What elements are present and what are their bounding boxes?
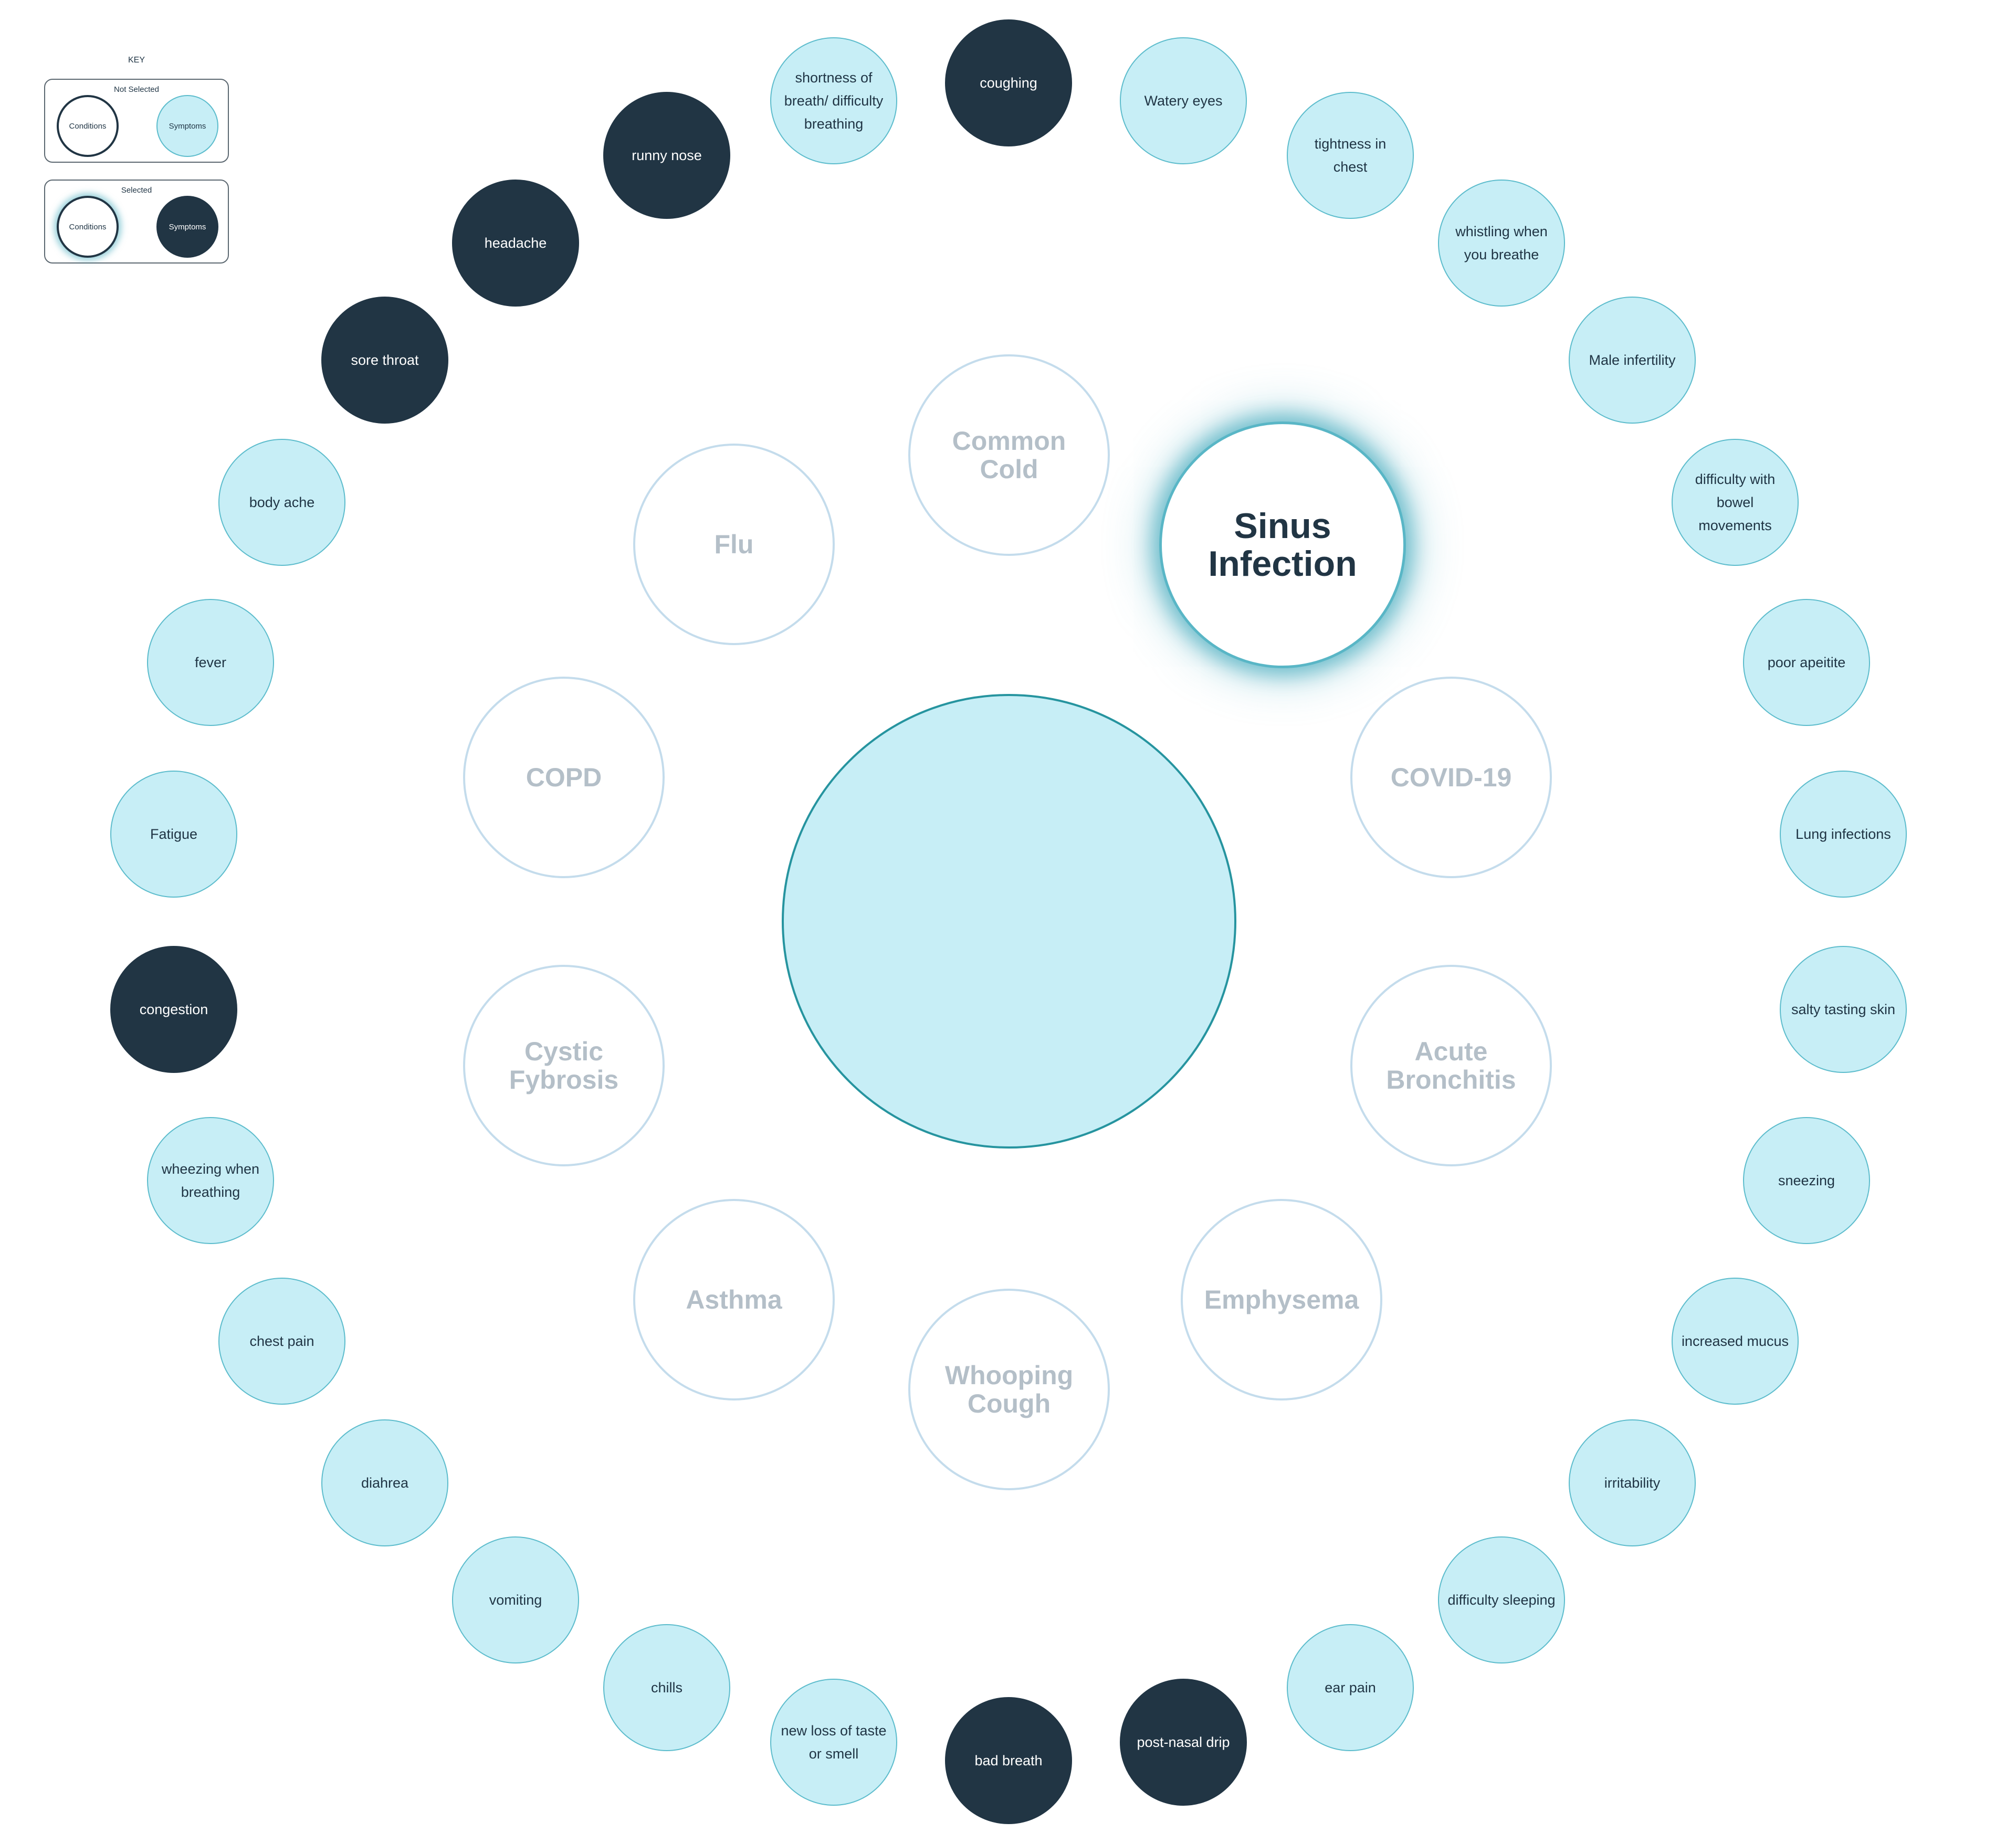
condition-asthma[interactable]: Asthma bbox=[633, 1199, 835, 1400]
symptom-tightness-in-chest[interactable]: tightness in chest bbox=[1287, 92, 1414, 219]
symptom-male-infertility[interactable]: Male infertility bbox=[1569, 297, 1696, 424]
symptom-lung-infections[interactable]: Lung infections bbox=[1780, 771, 1907, 898]
symptom-watery-eyes[interactable]: Watery eyes bbox=[1120, 37, 1247, 164]
condition-cystic-fybrosis[interactable]: Cystic Fybrosis bbox=[463, 965, 665, 1166]
condition-covid-19[interactable]: COVID-19 bbox=[1350, 677, 1552, 878]
key-not-selected-label: Not Selected bbox=[114, 85, 159, 94]
symptom-wheezing-when-breathing[interactable]: wheezing when breathing bbox=[147, 1117, 274, 1244]
symptom-runny-nose[interactable]: runny nose bbox=[603, 92, 730, 219]
symptom-bad-breath[interactable]: bad breath bbox=[945, 1697, 1072, 1824]
symptom-body-ache[interactable]: body ache bbox=[218, 439, 345, 566]
key-not-selected-box: Not Selected Conditions Symptoms bbox=[44, 79, 229, 163]
condition-whooping-cough[interactable]: Whooping Cough bbox=[908, 1289, 1110, 1490]
symptom-headache[interactable]: headache bbox=[452, 180, 579, 307]
symptom-fatigue[interactable]: Fatigue bbox=[110, 771, 237, 898]
condition-common-cold[interactable]: Common Cold bbox=[908, 354, 1110, 556]
symptom-sneezing[interactable]: sneezing bbox=[1743, 1117, 1870, 1244]
symptom-whistling-when-you-breathe[interactable]: whistling when you breathe bbox=[1438, 180, 1565, 307]
condition-copd[interactable]: COPD bbox=[463, 677, 665, 878]
key-title: KEY bbox=[128, 56, 145, 65]
symptom-new-loss-of-taste-or-smell[interactable]: new loss of taste or smell bbox=[770, 1679, 897, 1806]
key-selected-box: Selected Conditions Symptoms bbox=[44, 180, 229, 264]
key-condition-not-selected: Conditions bbox=[57, 95, 119, 157]
symptom-sore-throat[interactable]: sore throat bbox=[321, 297, 448, 424]
center-hub-circle bbox=[782, 694, 1236, 1149]
symptom-post-nasal-drip[interactable]: post-nasal drip bbox=[1120, 1679, 1247, 1806]
symptom-shortness-of-breath[interactable]: shortness of breath/ difficulty breathin… bbox=[770, 37, 897, 164]
symptom-increased-mucus[interactable]: increased mucus bbox=[1672, 1278, 1799, 1405]
symptom-chills[interactable]: chills bbox=[603, 1624, 730, 1751]
symptom-ear-pain[interactable]: ear pain bbox=[1287, 1624, 1414, 1751]
symptom-coughing[interactable]: coughing bbox=[945, 19, 1072, 146]
symptom-irritability[interactable]: irritability bbox=[1569, 1419, 1696, 1546]
symptom-congestion[interactable]: congestion bbox=[110, 946, 237, 1073]
key-symptom-selected: Symptoms bbox=[156, 196, 218, 258]
key-condition-selected: Conditions bbox=[57, 196, 119, 258]
condition-emphysema[interactable]: Emphysema bbox=[1181, 1199, 1382, 1400]
symptom-chest-pain[interactable]: chest pain bbox=[218, 1278, 345, 1405]
key-selected-label: Selected bbox=[121, 186, 152, 195]
symptom-difficulty-with-bowel-movements[interactable]: difficulty with bowel movements bbox=[1672, 439, 1799, 566]
condition-flu[interactable]: Flu bbox=[633, 444, 835, 645]
condition-sinus-infection[interactable]: Sinus Infection bbox=[1159, 422, 1406, 668]
symptom-diahrea[interactable]: diahrea bbox=[321, 1419, 448, 1546]
symptom-vomiting[interactable]: vomiting bbox=[452, 1536, 579, 1663]
symptom-poor-apeitite[interactable]: poor apeitite bbox=[1743, 599, 1870, 726]
symptom-salty-tasting-skin[interactable]: salty tasting skin bbox=[1780, 946, 1907, 1073]
symptom-difficulty-sleeping[interactable]: difficulty sleeping bbox=[1438, 1536, 1565, 1663]
key-symptom-not-selected: Symptoms bbox=[156, 95, 218, 157]
condition-acute-bronchitis[interactable]: Acute Bronchitis bbox=[1350, 965, 1552, 1166]
symptom-fever[interactable]: fever bbox=[147, 599, 274, 726]
